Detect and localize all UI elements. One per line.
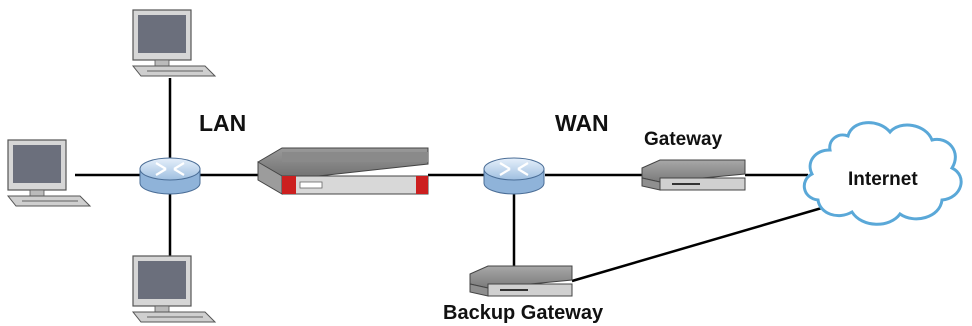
computer-icon [131, 255, 217, 323]
wan-label: WAN [555, 110, 609, 136]
computer-icon [131, 9, 217, 77]
connection-lines [75, 78, 833, 283]
lan-label: LAN [199, 110, 246, 136]
firewall-icon [257, 147, 429, 195]
router-icon [483, 157, 545, 195]
backup-gateway-label: Backup Gateway [443, 302, 604, 324]
modem-icon [469, 265, 573, 297]
computer-icon [6, 139, 92, 207]
gateway-label: Gateway [644, 129, 723, 150]
router-icon [139, 157, 201, 195]
internet-label: Internet [848, 169, 918, 190]
cloud-icon [802, 121, 963, 226]
modem-icon [641, 159, 746, 191]
link-backup-internet [571, 203, 833, 283]
